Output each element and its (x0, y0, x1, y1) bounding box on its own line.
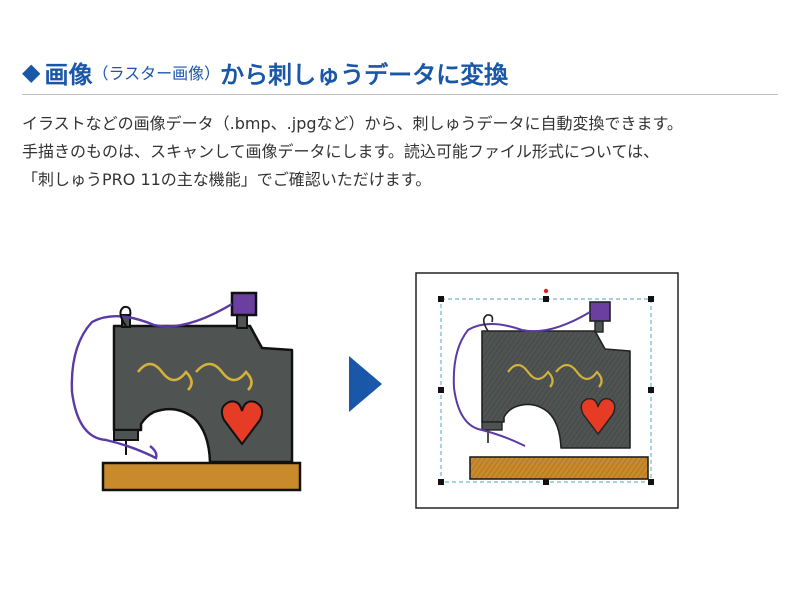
machine-foot (113, 429, 139, 441)
description-line-2: 手描きのものは、スキャンして画像データにします。読込可能ファイル形式については、 (22, 142, 660, 161)
heading-part-3: から刺しゅうデータに変換 (220, 60, 509, 89)
spool-icon (230, 291, 258, 317)
heading-part-1: 画像 (44, 60, 93, 89)
wooden-base (101, 461, 302, 492)
description-line-1: イラストなどの画像データ（.bmp、.jpgなど）から、刺しゅうデータに自動変換… (22, 114, 683, 133)
thread-line (70, 302, 233, 460)
machine-body (112, 324, 294, 464)
right-triangle-arrow-icon (349, 356, 382, 412)
embroidered-sewing-machine (452, 301, 649, 480)
embroidered-spool (589, 301, 611, 322)
sewing-machine-icon (70, 291, 302, 492)
description: イラストなどの画像データ（.bmp、.jpgなど）から、刺しゅうデータに自動変換… (22, 110, 782, 194)
heading-divider (22, 94, 778, 95)
diamond-bullet-icon: ◆ (22, 58, 41, 86)
description-line-3: 「刺しゅうPRO 11の主な機能」でご確認いただけます。 (22, 170, 432, 189)
selection-handles[interactable] (438, 296, 654, 485)
section-heading: ◆ 画像 （ラスター画像） から刺しゅうデータに変換 (22, 52, 782, 92)
rotate-handle-icon[interactable] (543, 288, 549, 294)
embroidered-heart (580, 397, 616, 436)
heading-part-2: （ラスター画像） (92, 64, 221, 83)
embroidery-preview-panel (415, 272, 679, 509)
decorative-swirls (136, 362, 253, 391)
thread-hook (119, 305, 132, 327)
heart-icon (220, 400, 264, 446)
